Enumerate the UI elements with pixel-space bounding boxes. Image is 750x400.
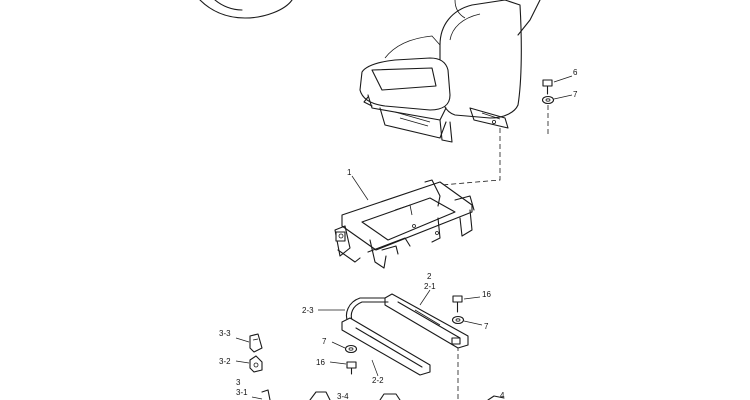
callout-16-left: 16 — [316, 358, 325, 367]
callout-2-3: 2-3 — [302, 306, 314, 315]
callout-3-4: 3-4 — [337, 392, 349, 400]
leader-lines — [235, 75, 573, 400]
callout-16-right: 16 — [482, 290, 491, 299]
callout-7-mid: 7 — [484, 322, 489, 331]
bracket-parts — [249, 333, 505, 400]
callout-3: 3 — [236, 378, 241, 387]
slide-rail-assembly — [341, 293, 469, 376]
callout-4: 4 — [500, 391, 505, 400]
callout-labels: 6 7 1 2 2-1 2-3 16 7 7 16 2-2 3-3 3-2 3 … — [219, 68, 578, 400]
fasteners — [344, 79, 555, 375]
callout-6: 6 — [573, 68, 578, 77]
callout-2: 2 — [427, 272, 432, 281]
seat-frame — [334, 179, 475, 269]
callout-1: 1 — [347, 168, 352, 177]
callout-3-3: 3-3 — [219, 329, 231, 338]
callout-7-left: 7 — [322, 337, 327, 346]
callout-3-1: 3-1 — [236, 388, 248, 397]
washer-7-icon — [541, 95, 555, 105]
upper-left-cropped-part — [199, 0, 293, 19]
callout-2-2: 2-2 — [372, 376, 384, 385]
callout-3-2: 3-2 — [219, 357, 231, 366]
callout-7-top: 7 — [573, 90, 578, 99]
alignment-lines — [429, 105, 549, 400]
callout-2-1: 2-1 — [424, 282, 436, 291]
bolt-6-icon — [542, 79, 553, 87]
operator-seat — [359, 0, 541, 143]
